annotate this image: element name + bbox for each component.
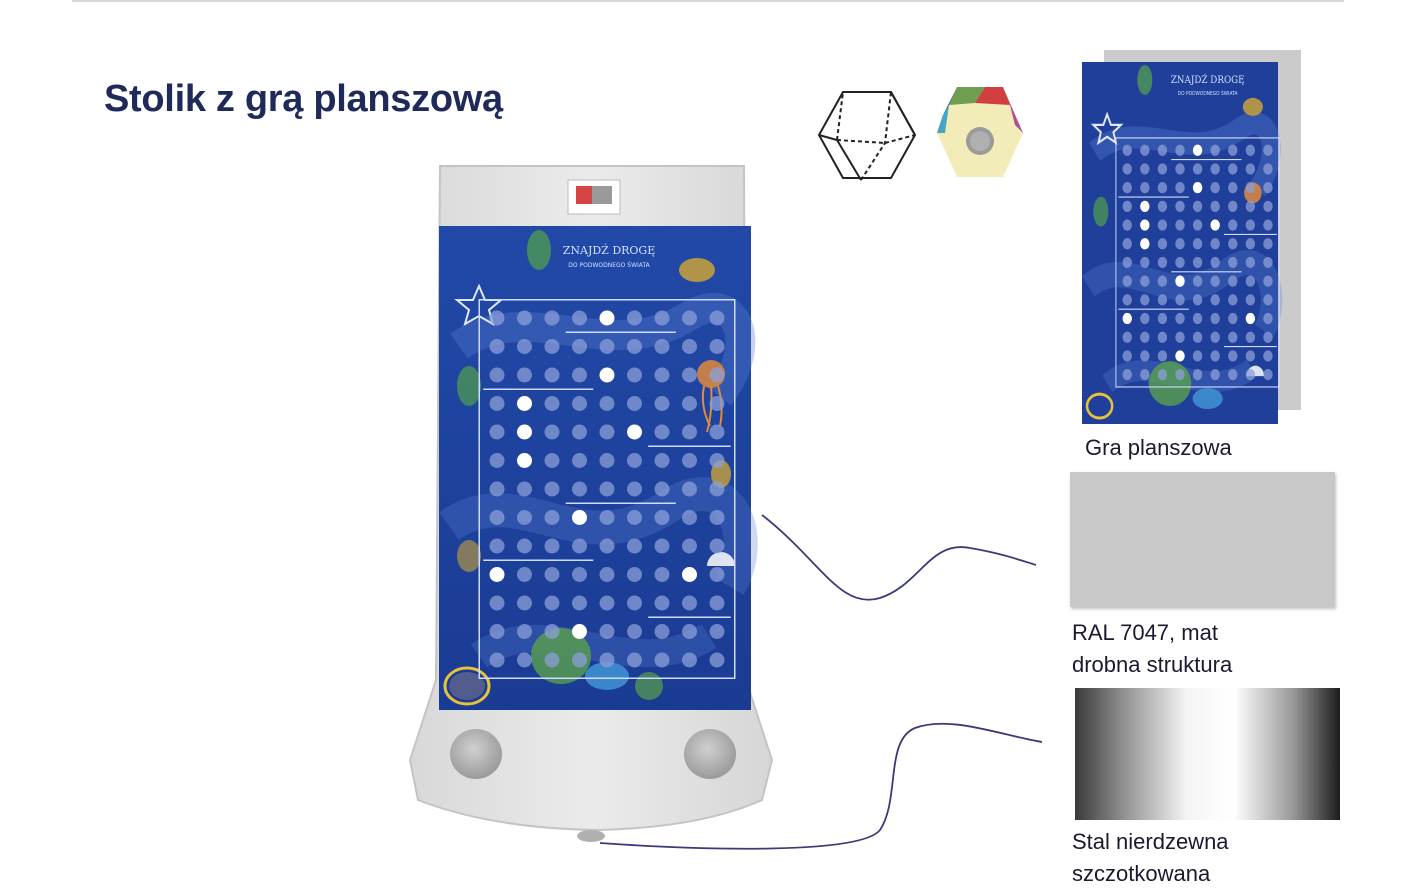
board-heading-line1: ZNAJDŹ DROGĘ [563, 243, 656, 257]
thumb-heading-line1: ZNAJDŹ DROGĘ [1171, 73, 1245, 86]
board-heading-line2: DO PODWODNEGO ŚWIATA [568, 262, 650, 269]
dice-outline-icon [817, 91, 917, 181]
thumb-heading-line2: DO PODWODNEGO ŚWIATA [1178, 89, 1238, 97]
page-title: Stolik z grą planszową [104, 78, 503, 120]
dice-colored-icon [937, 87, 1023, 177]
caption-steel-line1: Stal nierdzewna [1072, 829, 1229, 854]
caption-ral-line1: RAL 7047, mat [1072, 620, 1218, 645]
caption-board-game: Gra planszowa [1085, 435, 1232, 460]
caption-steel-line2: szczotkowana [1072, 861, 1211, 886]
swatch-ral-7047 [1070, 472, 1335, 607]
game-board-thumbnail: ZNAJDŹ DROGĘ DO PODWODNEGO ŚWIATA [1082, 62, 1283, 424]
board-grid-thumbnail [1115, 137, 1280, 388]
caption-ral-line2: drobna struktura [1072, 652, 1233, 677]
top-divider [72, 0, 1344, 2]
swatch-brushed-steel [1075, 688, 1340, 820]
game-board-main: ZNAJDŹ DROGĘ DO PODWODNEGO ŚWIATA [439, 226, 758, 710]
leader-line-steel [599, 722, 1043, 850]
board-grid-main [478, 299, 736, 679]
